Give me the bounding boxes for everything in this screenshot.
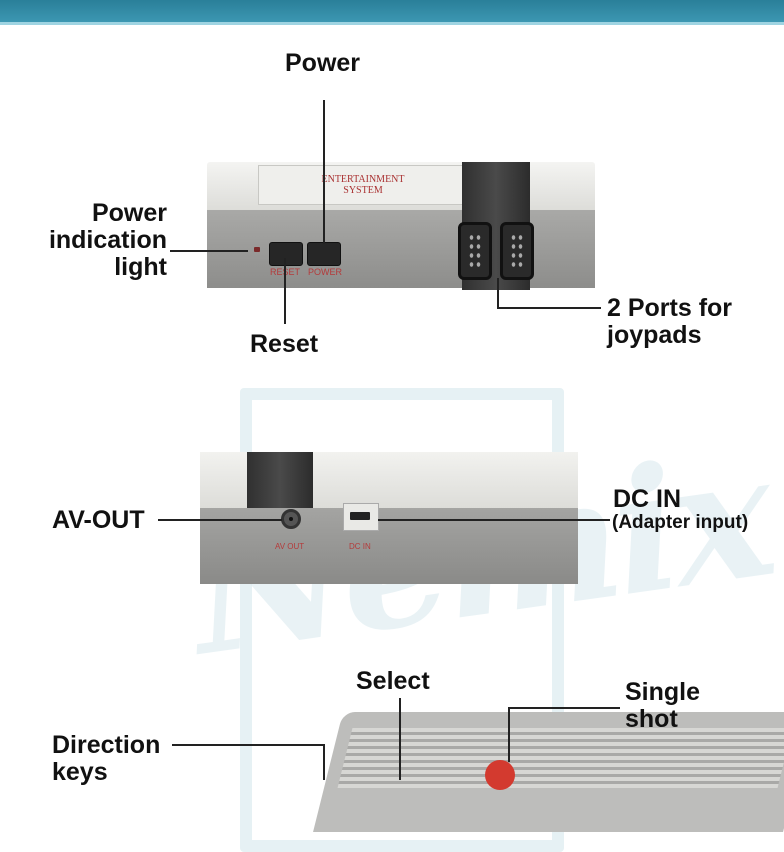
dc-in-leader-line xyxy=(378,519,610,521)
av-out-jack xyxy=(281,509,301,529)
power-light-label-line-3: light xyxy=(114,253,167,281)
brand-line-1: ENTERTAINMENT xyxy=(321,174,405,185)
power-light-label-line-2: indication xyxy=(48,226,167,254)
single-shot-button xyxy=(485,760,515,790)
joypad-port-2 xyxy=(500,222,534,280)
ports-leader-vertical xyxy=(497,278,499,308)
direction-keys-leader-horizontal xyxy=(172,744,324,746)
power-label: Power xyxy=(285,49,361,77)
controller-face xyxy=(337,728,784,788)
dc-in-port-label: DC IN xyxy=(349,542,371,551)
power-light-label-line-1: Power xyxy=(91,199,167,227)
top-banner xyxy=(0,0,784,25)
power-button xyxy=(307,242,341,266)
power-indicator-led xyxy=(254,247,260,252)
dc-in-label: DC IN xyxy=(613,485,682,513)
ports-leader-horizontal xyxy=(497,307,601,309)
console-front-panel xyxy=(207,210,595,288)
reset-label: Reset xyxy=(250,330,319,358)
ports-label-line-2: joypads xyxy=(607,321,702,349)
brand-plate: ENTERTAINMENT SYSTEM xyxy=(258,165,468,205)
dc-in-port xyxy=(343,503,379,531)
av-out-leader-line xyxy=(158,519,282,521)
single-shot-label-line-2: shot xyxy=(625,705,678,733)
power-button-label: POWER xyxy=(308,267,343,277)
reset-button xyxy=(269,242,303,266)
power-light-leader-line xyxy=(170,250,248,252)
single-shot-label-line-1: Single xyxy=(625,678,701,706)
reset-leader-line xyxy=(284,258,286,324)
av-out-label: AV-OUT xyxy=(52,506,145,534)
single-shot-leader-horizontal xyxy=(508,707,620,709)
side-port-cover xyxy=(247,452,313,508)
select-leader-line xyxy=(399,698,401,780)
joypad-port-1 xyxy=(458,222,492,280)
direction-keys-leader-vertical xyxy=(323,744,325,780)
power-leader-line xyxy=(323,100,325,244)
dc-in-sublabel: (Adapter input) xyxy=(612,512,749,533)
direction-keys-label-line-1: Direction xyxy=(52,731,161,759)
select-label: Select xyxy=(356,667,430,695)
brand-line-2: SYSTEM xyxy=(343,185,383,196)
av-out-port-label: AV OUT xyxy=(275,542,305,551)
single-shot-leader-vertical xyxy=(508,707,510,762)
ports-label: 2 Ports for joypads xyxy=(607,295,732,349)
direction-keys-label: Direction keys xyxy=(52,732,160,786)
ports-label-line-1: 2 Ports for xyxy=(607,294,733,322)
single-shot-label: Single shot xyxy=(625,679,700,733)
direction-keys-label-line-2: keys xyxy=(52,758,108,786)
power-light-label: Power indication light xyxy=(30,200,167,281)
